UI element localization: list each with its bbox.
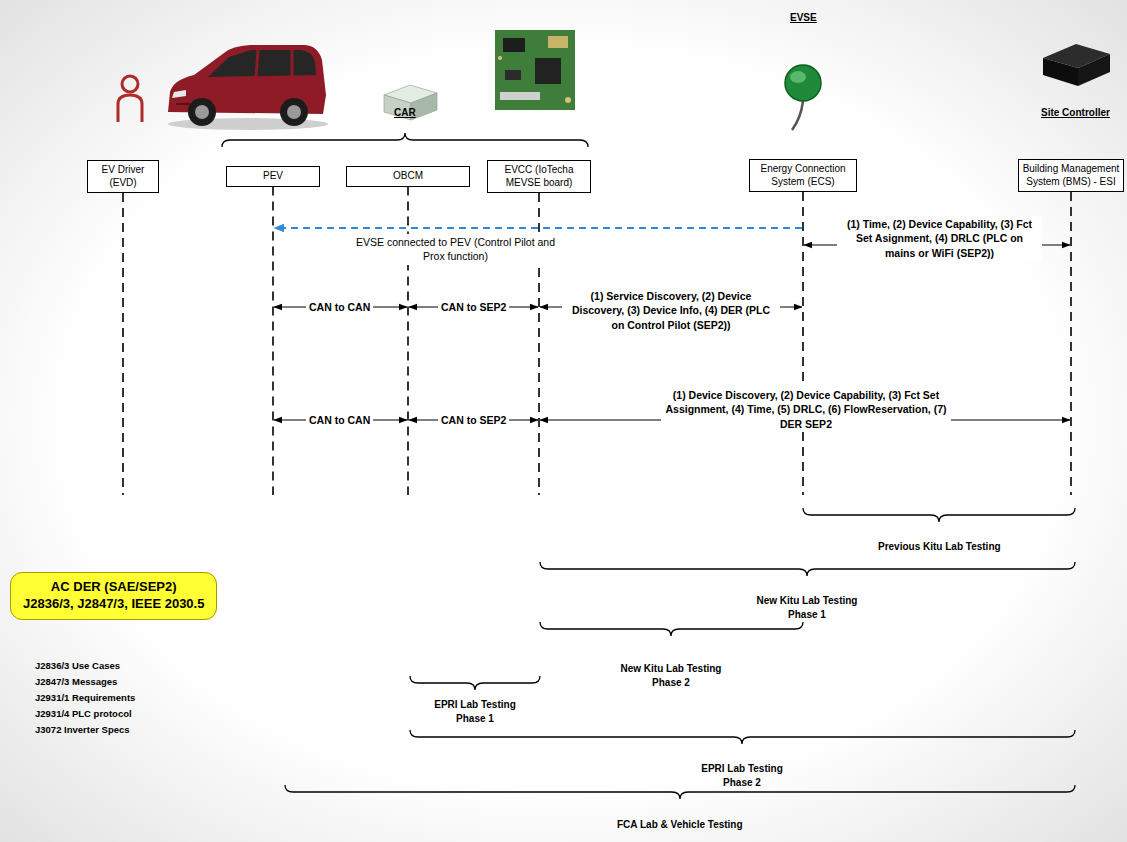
standard-item: J2931/4 PLC protocol xyxy=(35,708,132,721)
lifeline xyxy=(272,187,274,496)
node-title: PEV xyxy=(230,170,316,183)
node-title: EV Driver (EVD) xyxy=(91,164,155,189)
scope-brace xyxy=(410,730,1075,744)
obcm-module xyxy=(384,85,437,120)
car-headlight xyxy=(172,90,186,98)
chip xyxy=(503,38,525,52)
pcb xyxy=(495,30,575,110)
scope-label: FCA Lab & Vehicle Testing xyxy=(617,818,743,832)
evse-body xyxy=(785,65,821,101)
connector xyxy=(548,36,568,48)
controller-side xyxy=(1078,54,1110,86)
chip xyxy=(535,58,561,84)
scope-brace xyxy=(540,562,1075,576)
chip xyxy=(505,70,521,80)
message-label: CAN to SEP2 xyxy=(438,412,509,428)
car-windows xyxy=(208,50,316,77)
car-wheel xyxy=(188,98,216,126)
node-title: Energy Connection System (ECS) xyxy=(753,163,853,188)
lifeline-header: EV Driver (EVD) xyxy=(87,160,159,193)
standard-item: J2847/3 Messages xyxy=(35,676,117,689)
lifeline-header: Building Management System (BMS) - ESI xyxy=(1018,159,1124,192)
device-title: Site Controller xyxy=(1041,106,1110,120)
group-title: CAR xyxy=(394,106,416,120)
standard-item: J2931/1 Requirements xyxy=(35,692,135,705)
car-rim xyxy=(287,105,301,119)
lifeline-header: PEV xyxy=(226,166,320,187)
node-title: AC DER (SAE/SEP2) xyxy=(23,579,204,596)
car-wheel xyxy=(280,98,308,126)
node-title: EVCC (IoTecha MEVSE board) xyxy=(491,164,587,189)
lifeline xyxy=(122,193,124,495)
car-brace xyxy=(222,133,588,147)
message-label: EVSE connected to PEV (Control Pilot and… xyxy=(343,234,568,265)
message-label: CAN to SEP2 xyxy=(438,299,509,315)
message-label: (1) Time, (2) Device Capability, (3) Fct… xyxy=(837,216,1042,261)
car-rim xyxy=(195,105,209,119)
scope-label: EPRI Lab Testing Phase 1 xyxy=(421,698,529,725)
controller-front xyxy=(1043,58,1078,86)
scope-label: New Kitu Lab Testing Phase 2 xyxy=(607,662,735,689)
evse-icon xyxy=(785,65,821,130)
lifeline-header: OBCM xyxy=(346,166,470,187)
scope-brace xyxy=(285,785,1075,799)
car-picture xyxy=(168,45,328,130)
evse-cable xyxy=(792,101,803,130)
scope-brace xyxy=(803,508,1075,522)
site-controller-icon xyxy=(1043,44,1110,86)
dashed-connection-arrow xyxy=(274,227,802,229)
car-pillars xyxy=(256,50,292,77)
scope-label: New Kitu Lab Testing Phase 1 xyxy=(743,594,871,621)
driver-body xyxy=(118,95,142,122)
message-label: (1) Device Discovery, (2) Device Capabil… xyxy=(661,387,951,432)
pad xyxy=(498,56,502,60)
standards-box: AC DER (SAE/SEP2)J2836/3, J2847/3, IEEE … xyxy=(10,572,217,620)
message-label: CAN to CAN xyxy=(306,299,373,315)
node-title: Building Management System (BMS) - ESI xyxy=(1022,163,1120,188)
lifeline xyxy=(802,192,804,495)
lifeline-header: Energy Connection System (ECS) xyxy=(749,159,857,192)
message-label: CAN to CAN xyxy=(306,412,373,428)
standard-item: J2836/3 Use Cases xyxy=(35,660,120,673)
device-title: EVSE xyxy=(790,11,817,25)
driver-icon xyxy=(118,76,142,122)
standard-item: J3072 Inverter Specs xyxy=(35,724,130,737)
lifeline xyxy=(1070,192,1072,495)
lifeline-header: EVCC (IoTecha MEVSE board) xyxy=(487,160,591,193)
evse-shine xyxy=(790,71,806,83)
message-label: (1) Service Discovery, (2) Device Discov… xyxy=(562,288,780,333)
scope-brace xyxy=(410,676,540,690)
braces xyxy=(222,133,1075,799)
driver-head xyxy=(122,76,138,92)
node-title: OBCM xyxy=(350,170,466,183)
connector xyxy=(500,92,540,100)
evcc-board xyxy=(495,30,575,110)
pad xyxy=(565,97,571,103)
scope-label: EPRI Lab Testing Phase 2 xyxy=(688,762,796,789)
scope-brace xyxy=(540,622,803,636)
lifeline xyxy=(407,187,409,496)
node-subtitle: J2836/3, J2847/3, IEEE 2030.5 xyxy=(23,596,204,613)
scope-label: Previous Kitu Lab Testing xyxy=(878,540,1001,554)
